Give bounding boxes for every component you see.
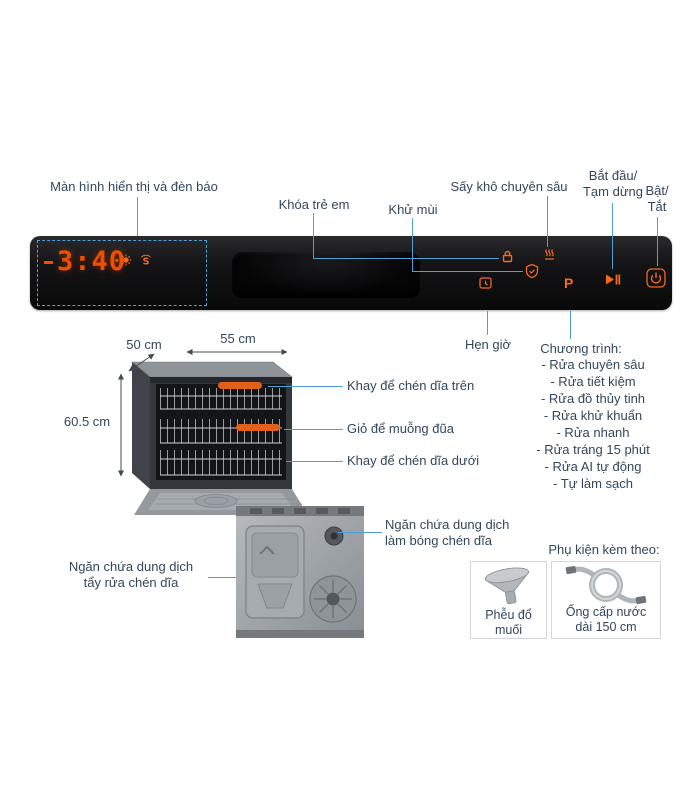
delay-start-icon [479,277,492,289]
display-time: 3:40 [57,246,127,277]
deodorize-label: Khử mùi [388,202,438,217]
power-icon [646,268,666,288]
program-list: - Rửa chuyên sâu - Rửa tiết kiệm - Rửa đ… [518,357,668,493]
program-item: - Rửa đồ thủy tinh [540,391,646,406]
salt-icon: S [141,254,151,268]
dishwasher-illustration [131,361,308,515]
display-label: Màn hình hiển thị và đèn báo [50,179,218,194]
program-item: - Rửa AI tự động [544,459,642,474]
dimension-arrows [118,349,288,477]
program-item: - Tự làm sạch [553,476,633,491]
callout-line [137,197,138,236]
accessory-hose-box: Ống cấp nước dài 150 cm [551,561,661,639]
dispenser-photo [236,506,364,638]
start-pause-label: Bắt đầu/ Tạm dừng [582,168,643,199]
door-handle-recess [232,252,420,298]
salt-funnel-icon [483,567,530,605]
cutlery-basket-handle [236,424,280,431]
child-lock-label: Khóa trẻ em [278,197,350,212]
dry-icon [545,249,554,260]
program-p-icon: P [564,275,574,291]
indicator-dash-icon [44,261,53,264]
lock-icon [502,250,513,263]
callout-line [268,386,343,387]
callout-line [313,258,499,259]
depth-dimension: 50 cm [126,337,162,352]
program-item: - Rửa tiết kiệm [550,374,636,389]
program-item: - Rửa tráng 15 phút [536,442,650,457]
program-item: - Rửa chuyên sâu [541,357,645,372]
upper-tray-label: Khay để chén dĩa trên [347,378,475,393]
callout-line [612,203,613,269]
callout-line [547,196,548,247]
hose-label: Ống cấp nước dài 150 cm [565,605,647,634]
callout-line [338,532,382,533]
callout-line [570,311,571,339]
funnel-label: Phễu đổ muối [485,608,532,637]
width-dimension: 55 cm [220,331,256,346]
accessory-funnel-box: Phễu đổ muối [470,561,547,639]
program-item: - Rửa nhanh [556,425,630,440]
callout-line [313,213,314,258]
display-highlight-box [37,240,207,306]
power-label: Bật/ Tắt [645,183,669,214]
callout-line [657,217,658,266]
callout-line [412,218,413,271]
accessories-title: Phụ kiện kèm theo: [548,542,660,557]
shield-icon [525,263,539,279]
height-dimension: 60.5 cm [63,414,111,429]
rinse-aid-label: Ngăn chứa dung dịch làm bóng chén dĩa [385,517,510,548]
program-item: - Rửa khử khuẩn [543,408,643,423]
svg-text:S: S [143,257,150,268]
lower-tray-label: Khay để chén dĩa dưới [347,453,480,468]
upper-tray-handle [218,382,262,389]
play-pause-icon [606,274,621,285]
brightness-icon [120,254,132,266]
timer-label: Hẹn giờ [464,337,512,352]
water-hose-icon [565,565,647,605]
callout-line [286,461,343,462]
callout-line [208,577,236,578]
deep-dry-label: Sấy khô chuyên sâu [450,179,568,194]
detergent-label: Ngăn chứa dung dịch tẩy rửa chén dĩa [68,559,194,590]
program-title: Chương trình: [540,341,622,356]
callout-line [487,311,488,335]
callout-line [284,429,343,430]
cutlery-basket-label: Giỏ để muỗng đũa [347,421,454,436]
callout-line [412,271,523,272]
